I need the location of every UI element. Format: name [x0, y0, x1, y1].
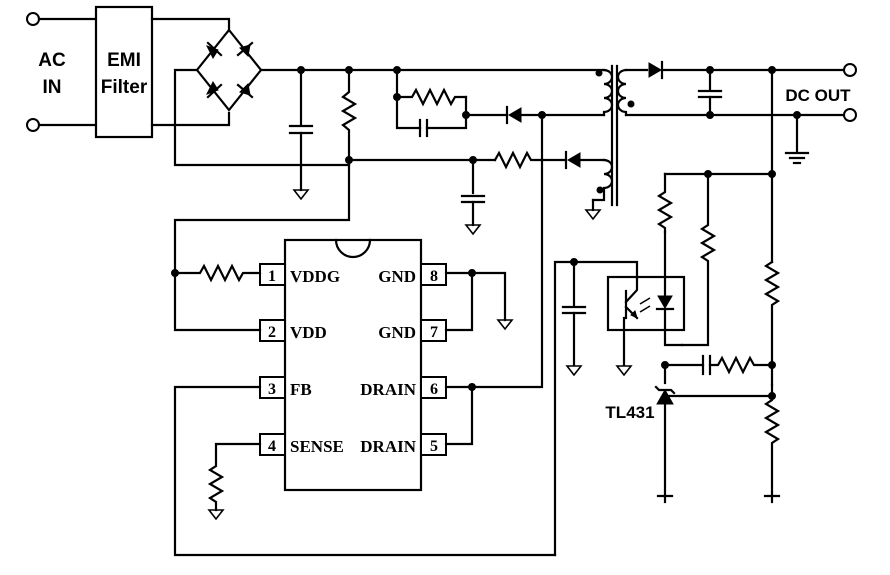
dc-out-terminal-neg[interactable]: [843, 108, 857, 122]
bulk-capacitor: [288, 68, 314, 201]
emi-filter: EMI Filter: [94, 5, 231, 139]
ac-terminal-bottom[interactable]: [26, 118, 40, 132]
ground-icon: [584, 209, 602, 221]
pin-1-number: 1: [268, 268, 276, 285]
ac-in-label-1: AC: [38, 50, 66, 71]
ground-icon: [292, 189, 310, 201]
ground-icon: [615, 365, 633, 377]
ground-icon: [207, 509, 225, 521]
pin-4-name: SENSE: [290, 437, 344, 456]
ic-body: [283, 238, 423, 492]
ac-terminal-top[interactable]: [26, 12, 40, 26]
ground-icon: [464, 224, 482, 236]
tl431-label: TL431: [605, 403, 654, 422]
ac-in-label-2: IN: [43, 77, 62, 98]
aux-supply: [347, 150, 606, 236]
pin-7-name: GND: [378, 323, 416, 342]
bridge-rectifier: [173, 28, 606, 167]
pin-7-number: 7: [430, 324, 438, 341]
ground-icon: [496, 319, 514, 331]
ground-icon: [565, 365, 583, 377]
pin-8-name: GND: [378, 267, 416, 286]
rcd-snubber: [393, 66, 606, 138]
secondary-feedback: TL431: [553, 68, 781, 557]
emi-label-2: Filter: [101, 77, 148, 98]
dc-out-label: DC OUT: [785, 86, 851, 105]
controller-ic: 1 2 3 4 5 6 7 8 VDDG VDD FB SENSE DRAIN …: [259, 238, 447, 492]
pin-3-number: 3: [268, 381, 276, 398]
pin-6-name: DRAIN: [360, 380, 416, 399]
pin-3-name: FB: [290, 380, 312, 399]
emi-label-1: EMI: [107, 50, 141, 71]
transformer: [584, 64, 635, 221]
output-stage: DC OUT: [624, 60, 857, 165]
pin-2-number: 2: [268, 324, 276, 341]
pin-4-number: 4: [268, 438, 276, 455]
pin-5-number: 5: [430, 438, 438, 455]
optocoupler: [606, 275, 686, 332]
pin-1-name: VDDG: [290, 267, 340, 286]
emi-filter-box: [94, 5, 154, 139]
pin-8-number: 8: [430, 268, 438, 285]
pin-6-number: 6: [430, 381, 438, 398]
ic-wiring: [173, 113, 557, 557]
pin-2-name: VDD: [290, 323, 327, 342]
pin-5-name: DRAIN: [360, 437, 416, 456]
dc-out-terminal-pos[interactable]: [843, 63, 857, 77]
ac-input: AC IN: [26, 12, 98, 132]
